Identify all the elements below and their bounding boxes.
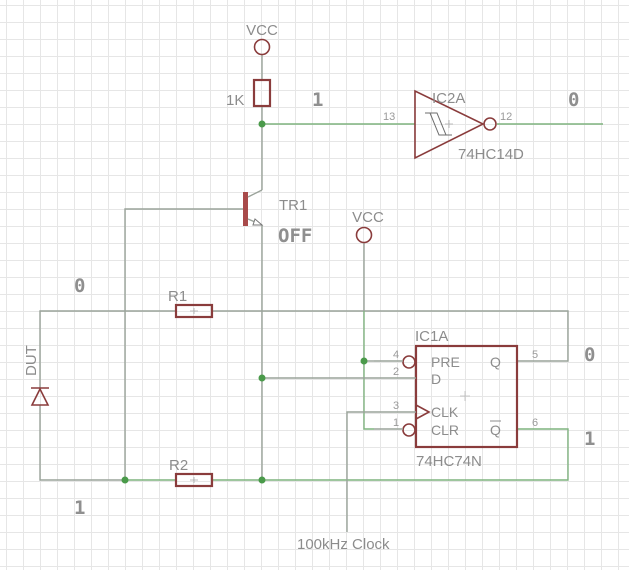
diode-triangle xyxy=(30,387,50,406)
wire-base xyxy=(124,208,246,480)
ff-label-d: D xyxy=(431,371,441,387)
wire-vcc2-to-clr xyxy=(363,311,374,430)
origin-cross-icon xyxy=(445,120,453,128)
pre-bubble-icon xyxy=(402,355,416,369)
resistor-r1-name: R1 xyxy=(168,288,187,305)
wire-r1-left xyxy=(39,310,176,389)
wire-r1-right-to-q xyxy=(212,310,569,362)
state-collector-node: 1 xyxy=(312,89,323,111)
resistor-r1[interactable] xyxy=(174,303,214,319)
inverter-triangle xyxy=(414,89,485,160)
ff-pin-q: 5 xyxy=(532,349,538,361)
ff-label-qbar: Q xyxy=(490,422,501,438)
clk-triangle-icon xyxy=(415,404,431,420)
ff-label-clk: CLK xyxy=(431,404,459,420)
r2-origin-cross-icon xyxy=(190,477,198,483)
clock-label: 100kHz Clock xyxy=(297,536,390,553)
junction-d xyxy=(258,374,266,382)
resistor-r2-name: R2 xyxy=(169,457,188,474)
transistor-state: OFF xyxy=(278,225,312,247)
inverter-name: IC2A xyxy=(432,90,465,107)
clr-bubble-icon xyxy=(402,423,416,437)
inverter-part: 74HC14D xyxy=(458,146,524,163)
flipflop-origin-cross-icon xyxy=(460,391,470,401)
state-qbar-out: 1 xyxy=(584,428,595,450)
ff-pin-clk: 3 xyxy=(393,400,399,412)
state-r1-line: 0 xyxy=(74,275,85,297)
state-q-out: 0 xyxy=(584,344,595,366)
diode-dut[interactable] xyxy=(30,387,50,406)
inverter-pin-in: 13 xyxy=(383,111,395,123)
wire-clock-to-clk xyxy=(346,411,384,532)
ff-pin-d: 2 xyxy=(393,366,399,378)
transistor-tr1[interactable] xyxy=(243,189,264,226)
transistor-collector-lead xyxy=(247,189,263,198)
schmitt-trigger-icon xyxy=(425,112,452,136)
diode-name: DUT xyxy=(23,345,40,376)
ff-label-pre: PRE xyxy=(431,354,460,370)
inverter-ic2a[interactable] xyxy=(414,89,497,160)
flipflop-part: 74HC74N xyxy=(416,453,482,470)
vcc-symbol-ff[interactable] xyxy=(355,226,373,244)
wire-diode-to-r2 xyxy=(39,405,125,481)
vcc-label-ff: VCC xyxy=(352,209,384,226)
state-inverter-out: 0 xyxy=(568,89,579,111)
ff-pin-qbar: 6 xyxy=(532,417,538,429)
emitter-arrow-icon xyxy=(252,218,264,226)
resistor-r2[interactable] xyxy=(174,472,214,488)
resistor-1k-value: 1K xyxy=(226,92,244,109)
wire-r2-right-to-qbar xyxy=(212,428,569,481)
vcc-label-top: VCC xyxy=(246,22,278,39)
inverter-pin-out: 12 xyxy=(500,111,512,123)
r1-origin-cross-icon xyxy=(190,308,198,314)
transistor-base-bar xyxy=(243,192,248,226)
ff-pin-pre: 4 xyxy=(393,349,399,361)
transistor-name: TR1 xyxy=(279,197,307,214)
ff-label-q: Q xyxy=(490,354,501,370)
state-r2-line: 1 xyxy=(74,497,85,519)
vcc-symbol-top[interactable] xyxy=(253,38,271,56)
junction-base-r2 xyxy=(121,476,129,484)
junction-emitter-r2 xyxy=(258,476,266,484)
inverter-bubble xyxy=(483,117,497,131)
flipflop-name: IC1A xyxy=(415,328,448,345)
flipflop-ic1a[interactable] xyxy=(414,344,519,449)
resistor-1k[interactable] xyxy=(252,78,272,108)
junction-collector xyxy=(258,120,266,128)
ff-label-clr: CLR xyxy=(431,422,459,438)
ff-pin-clr: 1 xyxy=(393,417,399,429)
junction-pre xyxy=(360,357,368,365)
